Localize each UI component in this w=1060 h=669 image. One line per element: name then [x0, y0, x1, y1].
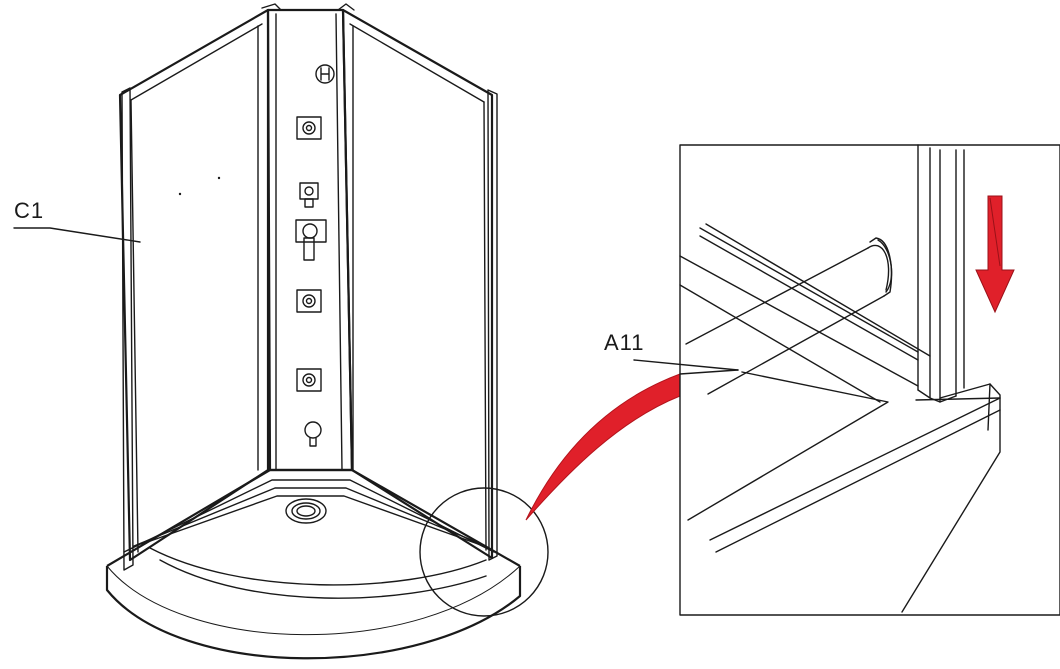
rail-tube [685, 237, 893, 395]
hand-shower-icon [304, 421, 322, 447]
massage-jet-icon [296, 116, 322, 140]
label-a11: A11 [604, 330, 739, 371]
red-curved-callout-icon [525, 373, 681, 521]
label-a11-text: A11 [604, 330, 645, 355]
label-c1: C1 [13, 198, 141, 243]
overhead-knob-icon [315, 64, 335, 84]
label-c1-text: C1 [14, 198, 44, 223]
red-down-arrow-icon [975, 195, 1015, 314]
shower-cabin [105, 3, 522, 660]
rear-column-panel [261, 3, 355, 472]
left-glass-panel [118, 8, 270, 571]
detail-circle [419, 487, 549, 617]
massage-jet-icon [296, 289, 322, 313]
mixer-valve-icon [295, 219, 327, 261]
shower-tray [105, 468, 522, 660]
detail-view [679, 144, 1060, 616]
drain-icon [285, 498, 327, 524]
small-valve-icon [299, 182, 319, 208]
massage-jet-icon [296, 368, 322, 392]
